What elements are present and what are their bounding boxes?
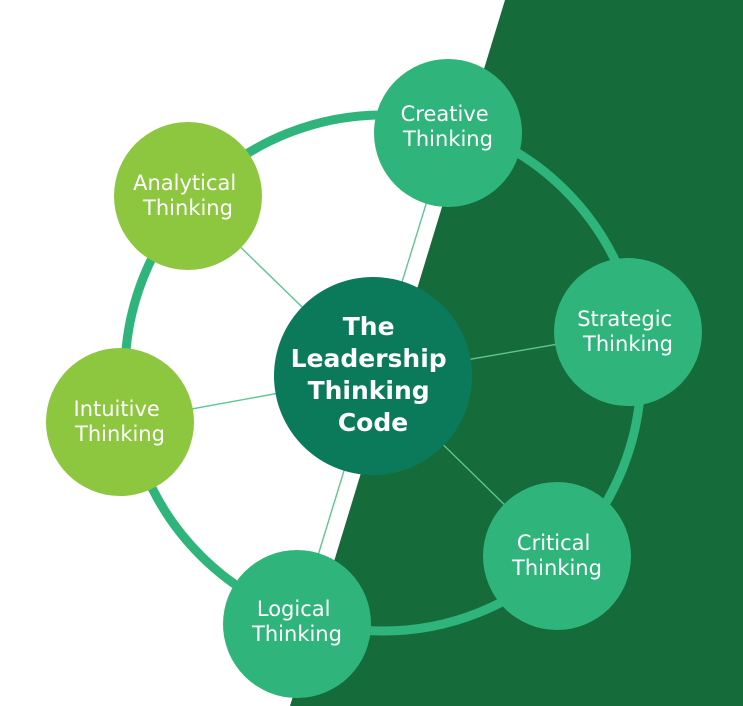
node-strategic-thinking: Strategic Thinking bbox=[554, 258, 702, 406]
node-intuitive-thinking: Intuitive Thinking bbox=[46, 348, 194, 496]
center-node: The Leadership Thinking Code bbox=[274, 277, 472, 475]
node-circle-logical bbox=[223, 550, 371, 698]
node-circle-creative bbox=[374, 59, 522, 207]
node-logical-thinking: Logical Thinking bbox=[223, 550, 371, 698]
node-analytical-thinking: Analytical Thinking bbox=[114, 122, 262, 270]
center-circle bbox=[274, 277, 472, 475]
node-label-critical: Critical Thinking bbox=[511, 531, 602, 580]
node-critical-thinking: Critical Thinking bbox=[483, 482, 631, 630]
dark-green-background bbox=[290, 0, 743, 706]
node-creative-thinking: Creative Thinking bbox=[374, 59, 522, 207]
node-label-analytical: Analytical Thinking bbox=[133, 171, 243, 220]
node-label-logical: Logical Thinking bbox=[251, 597, 342, 646]
center-title: The Leadership Thinking Code bbox=[291, 312, 456, 437]
node-label-creative: Creative Thinking bbox=[401, 102, 496, 151]
node-label-intuitive: Intuitive Thinking bbox=[74, 397, 167, 446]
node-label-strategic: Strategic Thinking bbox=[577, 307, 679, 356]
node-circle-strategic bbox=[554, 258, 702, 406]
node-circle-intuitive bbox=[46, 348, 194, 496]
node-circle-critical bbox=[483, 482, 631, 630]
node-circle-analytical bbox=[114, 122, 262, 270]
